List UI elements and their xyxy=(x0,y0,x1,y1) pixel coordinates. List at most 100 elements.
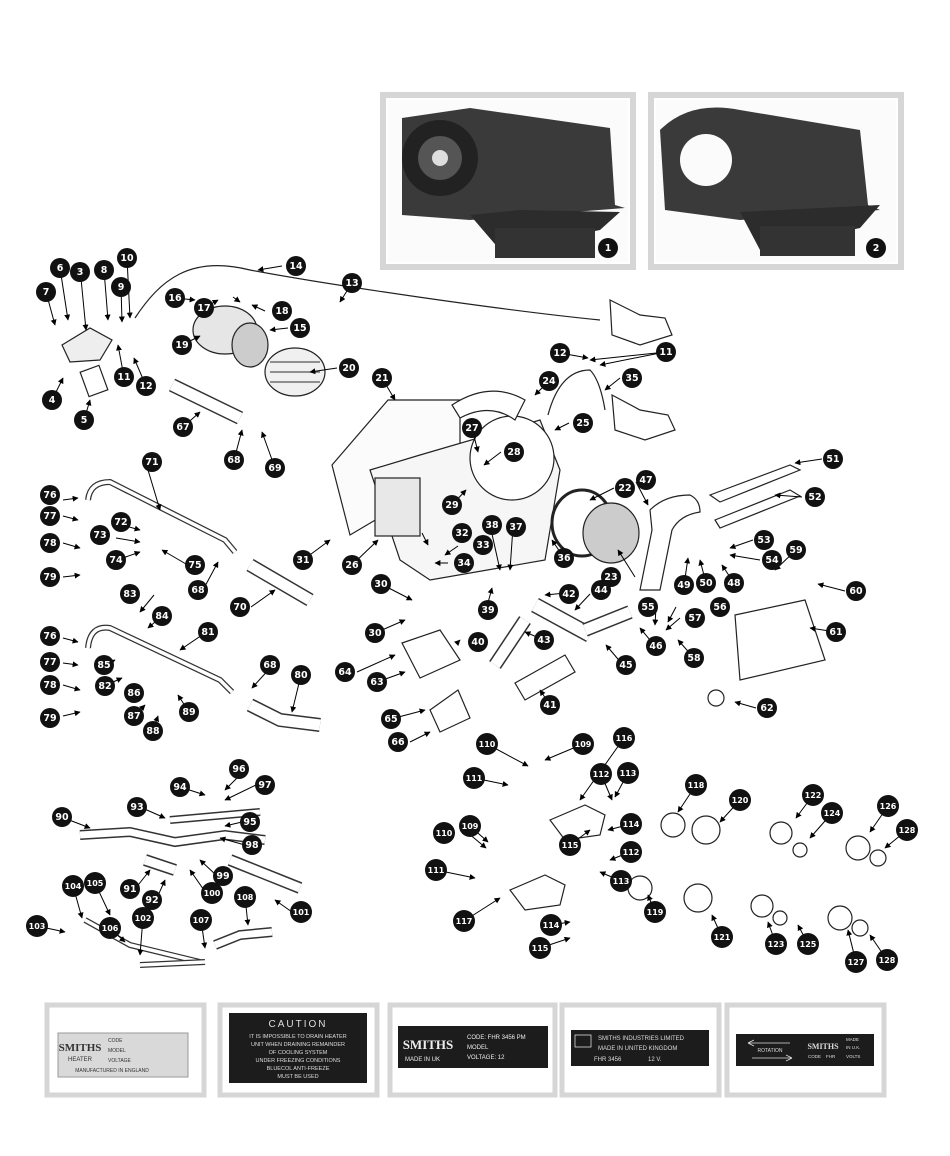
callout-label: 117 xyxy=(456,917,473,926)
callout-label: 5 xyxy=(81,415,88,426)
callout-badge xyxy=(696,573,716,593)
callout-badge xyxy=(188,580,208,600)
callout-badge xyxy=(591,580,611,600)
callout-badge xyxy=(201,882,223,904)
callout-label: 90 xyxy=(55,812,69,823)
callout-label: 41 xyxy=(543,700,556,711)
callout-62: 62 xyxy=(757,698,777,718)
callout-badge xyxy=(95,676,115,696)
callout-badge xyxy=(335,662,355,682)
callout-badge xyxy=(165,288,185,308)
callout-label: 101 xyxy=(293,908,310,917)
callout-label: 124 xyxy=(824,809,841,818)
callout-label: 116 xyxy=(616,734,633,743)
callout-badge xyxy=(802,784,824,806)
callout-label: 110 xyxy=(479,740,496,749)
plate-130-line-4: UNDER FREEZING CONDITIONS xyxy=(256,1058,341,1064)
callout-badge xyxy=(132,907,154,929)
callout-label: 39 xyxy=(481,605,494,616)
callout-badge xyxy=(644,901,666,923)
callout-107: 107 xyxy=(190,909,212,931)
callout-label: 22 xyxy=(618,483,631,494)
callout-label: 94 xyxy=(173,782,187,793)
callout-badge xyxy=(190,909,212,931)
callout-badge xyxy=(826,622,846,642)
callout-badge xyxy=(194,298,214,318)
callout-label: 99 xyxy=(216,871,229,882)
callout-110: 110 xyxy=(476,733,498,755)
callout-label: 120 xyxy=(732,796,749,805)
callout-badge xyxy=(876,949,898,971)
plate-129-f3: VOLTAGE xyxy=(108,1058,132,1064)
callout-78: 78 xyxy=(40,533,60,553)
callout-badge xyxy=(127,797,147,817)
plate-129-foot: MANUFACTURED IN ENGLAND xyxy=(75,1068,149,1074)
callout-badge xyxy=(425,859,447,881)
callout-label: 98 xyxy=(245,840,259,851)
callout-badge xyxy=(286,256,306,276)
plate-130-line-5: BLUECOL ANTI-FREEZE xyxy=(267,1066,330,1072)
callout-89: 89 xyxy=(179,702,199,722)
callout-label: 9 xyxy=(118,282,125,293)
callout-2: 2 xyxy=(866,238,886,258)
callout-label: 23 xyxy=(604,572,617,583)
callout-label: 3 xyxy=(77,267,84,278)
callout-51: 51 xyxy=(823,449,843,469)
callout-label: 48 xyxy=(727,578,741,589)
callout-label: 106 xyxy=(102,924,119,933)
callout-badge xyxy=(821,802,843,824)
callout-badge xyxy=(94,260,114,280)
plate-133-in-uk: IN U.K. xyxy=(846,1045,861,1050)
callout-30: 30 xyxy=(371,574,391,594)
callout-30: 30 xyxy=(365,623,385,643)
plate-129-brand: SMITHS xyxy=(59,1042,102,1054)
plate-132-line-1: SMITHS INDUSTRIES LIMITED xyxy=(598,1036,685,1042)
callout-113: 113 xyxy=(610,870,632,892)
callout-badge xyxy=(240,812,260,832)
callout-badge xyxy=(120,879,140,899)
plate-132-line-2: MADE IN UNITED KINGDOM xyxy=(598,1046,677,1052)
callout-badge xyxy=(52,807,72,827)
callout-label: 64 xyxy=(338,667,352,678)
callout-badge xyxy=(179,702,199,722)
callout-badge xyxy=(26,915,48,937)
callout-label: 112 xyxy=(623,848,640,857)
callout-label: 37 xyxy=(509,522,522,533)
callout-badge xyxy=(710,597,730,617)
callout-label: 83 xyxy=(123,589,136,600)
callout-13: 13 xyxy=(342,273,362,293)
photo-panel-1 xyxy=(380,92,636,270)
callout-badge xyxy=(529,937,551,959)
callout-74: 74 xyxy=(106,550,126,570)
callout-label: 60 xyxy=(849,586,863,597)
callout-label: 75 xyxy=(188,560,201,571)
callout-badge xyxy=(590,763,612,785)
callout-66: 66 xyxy=(388,732,408,752)
callout-label: 55 xyxy=(641,602,654,613)
callout-badge xyxy=(124,706,144,726)
callout-127: 127 xyxy=(845,951,867,973)
plate-133: ROTATION SMITHS MADE IN U.K. CODE FHR VO… xyxy=(724,1002,887,1098)
callout-39: 39 xyxy=(478,600,498,620)
callout-109: 109 xyxy=(459,815,481,837)
callout-label: 11 xyxy=(659,347,672,358)
callout-label: 35 xyxy=(625,373,638,384)
callout-67: 67 xyxy=(173,417,193,437)
callout-badge xyxy=(559,584,579,604)
callout-88: 88 xyxy=(143,721,163,741)
callout-badge xyxy=(255,775,275,795)
callout-badge xyxy=(371,574,391,594)
callout-label: 2 xyxy=(873,243,880,254)
callout-badge xyxy=(636,470,656,490)
callout-label: 107 xyxy=(193,916,210,925)
callout-label: 100 xyxy=(204,889,221,898)
callout-badge xyxy=(468,632,488,652)
callout-badge xyxy=(342,273,362,293)
callout-badge xyxy=(610,870,632,892)
callout-label: 27 xyxy=(465,423,478,434)
callout-badge xyxy=(293,550,313,570)
callout-label: 115 xyxy=(532,944,549,953)
callout-badge xyxy=(74,410,94,430)
callout-badge xyxy=(554,548,574,568)
callout-badge xyxy=(615,478,635,498)
